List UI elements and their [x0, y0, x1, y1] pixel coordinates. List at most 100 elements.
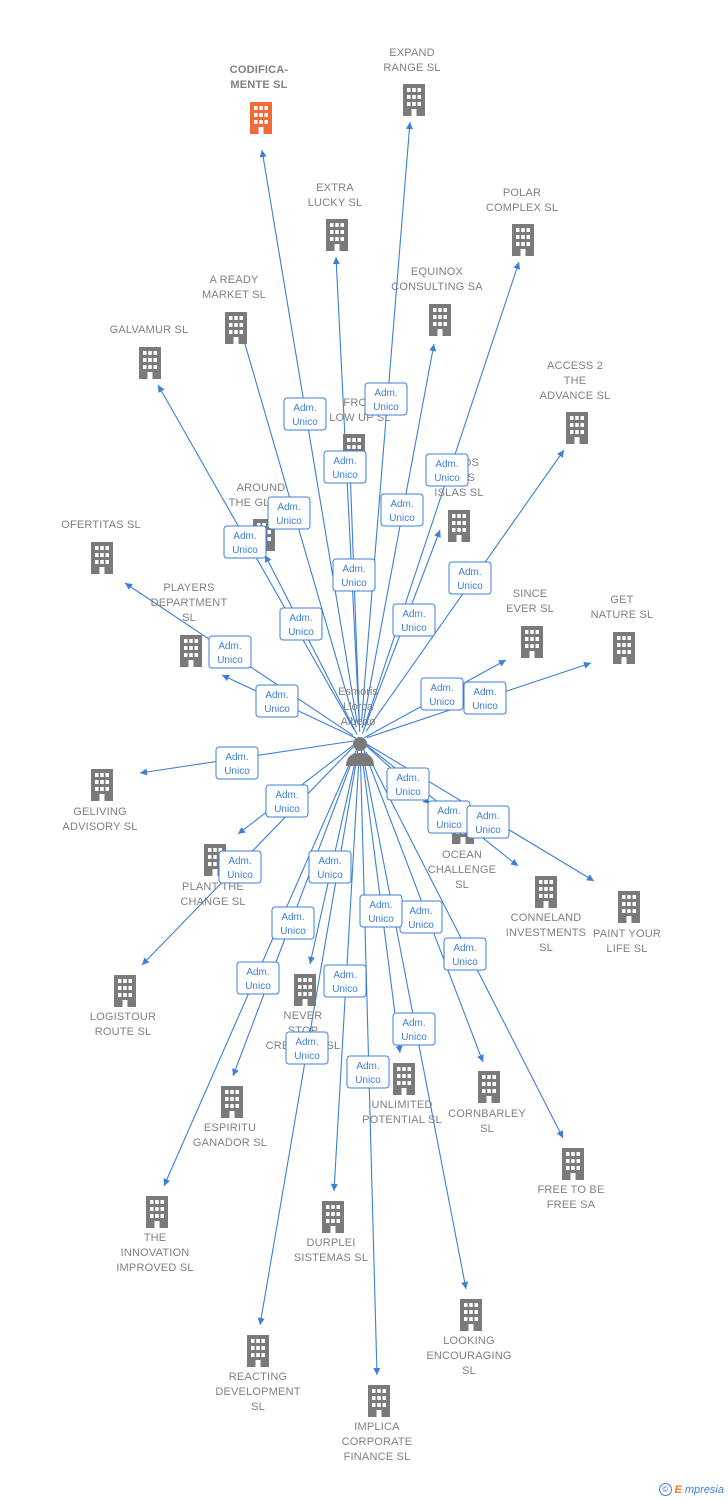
building-icon [562, 1148, 584, 1180]
badge-text: Adm. [402, 1018, 425, 1029]
company-name-line: POLAR [503, 187, 541, 199]
relation-badge: Adm.Unico [323, 450, 367, 484]
badge-box [466, 805, 510, 839]
relation-badge: Adm.Unico [448, 561, 492, 595]
relation-badge: Adm.Unico [285, 1031, 329, 1065]
badge-text: Unico [276, 516, 302, 527]
building-icon [225, 312, 247, 344]
relation-badge: Adm.Unico [364, 382, 408, 416]
building-icon [535, 876, 557, 908]
badge-text: Unico [373, 402, 399, 413]
relation-badge: Adm.Unico [271, 906, 315, 940]
badge-text: Adm. [342, 564, 365, 575]
person-name-line: Llorca [343, 701, 374, 713]
relation-badge: Adm.Unico [255, 684, 299, 718]
badge-text: Unico [332, 470, 358, 481]
building-icon [322, 1201, 344, 1233]
company-name-line: CONSULTING SA [391, 281, 483, 293]
company-name-line: GALVAMUR SL [110, 324, 189, 336]
relation-badge: Adm.Unico [425, 453, 469, 487]
badge-text: Unico [341, 578, 367, 589]
building-icon [294, 974, 316, 1006]
building-icon [91, 769, 113, 801]
relation-badge: Adm.Unico [399, 900, 443, 934]
company-name-line: ESPIRITU [204, 1122, 256, 1134]
company-name-line: LUCKY SL [308, 197, 363, 209]
company-name-line: GET [610, 594, 633, 606]
badge-text: Unico [245, 981, 271, 992]
company-name-line: A READY [209, 274, 259, 286]
badge-text: Adm. [430, 683, 453, 694]
badge-box [215, 746, 259, 780]
company-name-line: AROUND [237, 482, 286, 494]
company-name-line: CORNBARLEY [448, 1108, 526, 1120]
company-name-line: EXPAND [389, 47, 435, 59]
company-name-line: UNLIMITED [371, 1099, 432, 1111]
badge-box [323, 450, 367, 484]
relation-badge: Adm. Unico [267, 496, 311, 530]
building-icon [512, 224, 534, 256]
company-name-line: ROUTE SL [95, 1026, 152, 1038]
badge-text: Unico [452, 957, 478, 968]
relation-badge: Adm.Unico [308, 850, 352, 884]
badges-layer: Adm.UnicoAdm.UnicoAdm.UnicoAdm.UnicoAdm.… [208, 382, 510, 1089]
badge-text: Adm. [277, 502, 300, 513]
building-icon [91, 542, 113, 574]
arrowhead-icon [257, 1317, 265, 1325]
company-node-galvamur[interactable]: GALVAMUR SL [110, 324, 189, 379]
company-node-codificamente[interactable]: CODIFICA-MENTE SL [230, 64, 289, 134]
badge-box [392, 603, 436, 637]
badge-text: Unico [434, 473, 460, 484]
building-icon [368, 1385, 390, 1417]
badge-text: Adm. [333, 970, 356, 981]
arrowhead-icon [140, 768, 148, 776]
company-name-line: CHANGE SL [180, 896, 245, 908]
brand-initial: E [674, 1483, 682, 1496]
arrowhead-icon [510, 858, 518, 866]
badge-box [443, 937, 487, 971]
badge-box [323, 964, 367, 998]
badge-box [255, 684, 299, 718]
building-icon [114, 975, 136, 1007]
badge-text: Adm. [356, 1061, 379, 1072]
copyright-icon: © [658, 1483, 672, 1496]
badge-text: Unico [294, 1051, 320, 1062]
relation-badge: Adm.Unico [236, 961, 280, 995]
company-node-ofertitas[interactable]: OFERTITAS SL [61, 519, 141, 574]
company-name-line: FREE TO BE [537, 1184, 604, 1196]
relation-badge: Adm.Unico [392, 1012, 436, 1046]
badge-text: Unico [457, 581, 483, 592]
person-node[interactable]: Esmoris Llorca Alberto [338, 686, 378, 766]
company-name-line: DURPLEI [306, 1237, 355, 1249]
relation-badge: Adm.Unico [443, 937, 487, 971]
relation-badge: Adm.Unico [279, 607, 323, 641]
badge-box [271, 906, 315, 940]
arrowhead-icon [405, 122, 413, 130]
building-icon [429, 304, 451, 336]
